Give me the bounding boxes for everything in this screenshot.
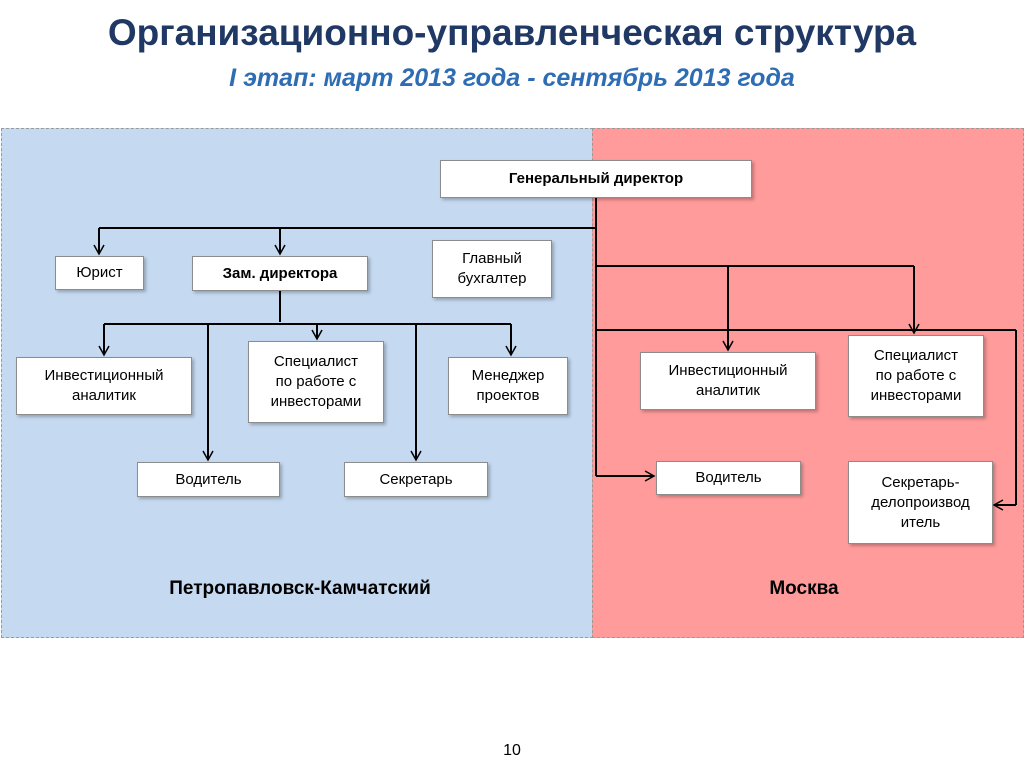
kam-secretary-box: Секретарь bbox=[344, 462, 488, 497]
msk-driver-box: Водитель bbox=[656, 461, 801, 495]
chief-accountant-box: Главный бухгалтер bbox=[432, 240, 552, 298]
region-label-petropavlovsk: Петропавловск-Камчатский bbox=[169, 578, 431, 599]
kam-investment-analyst-box: Инвестиционный аналитик bbox=[16, 357, 192, 415]
msk-investment-analyst-box: Инвестиционный аналитик bbox=[640, 352, 816, 410]
slide-title: Организационно-управленческая структура bbox=[107, 12, 917, 53]
msk-secretary-box: Секретарь- делопроизвод итель bbox=[848, 461, 993, 544]
page-number: 10 bbox=[503, 742, 521, 759]
slide-subtitle: I этап: март 2013 года - сентябрь 2013 г… bbox=[229, 64, 795, 92]
kam-project-manager-box: Менеджер проектов bbox=[448, 357, 568, 415]
general-director-box: Генеральный директор bbox=[440, 160, 752, 198]
lawyer-box: Юрист bbox=[55, 256, 144, 290]
kam-investor-relations-specialist-box: Специалист по работе с инвесторами bbox=[248, 341, 384, 423]
deputy-director-box: Зам. директора bbox=[192, 256, 368, 291]
kam-driver-box: Водитель bbox=[137, 462, 280, 497]
msk-investor-relations-specialist-box: Специалист по работе с инвесторами bbox=[848, 335, 984, 417]
region-label-moscow: Москва bbox=[769, 578, 839, 599]
